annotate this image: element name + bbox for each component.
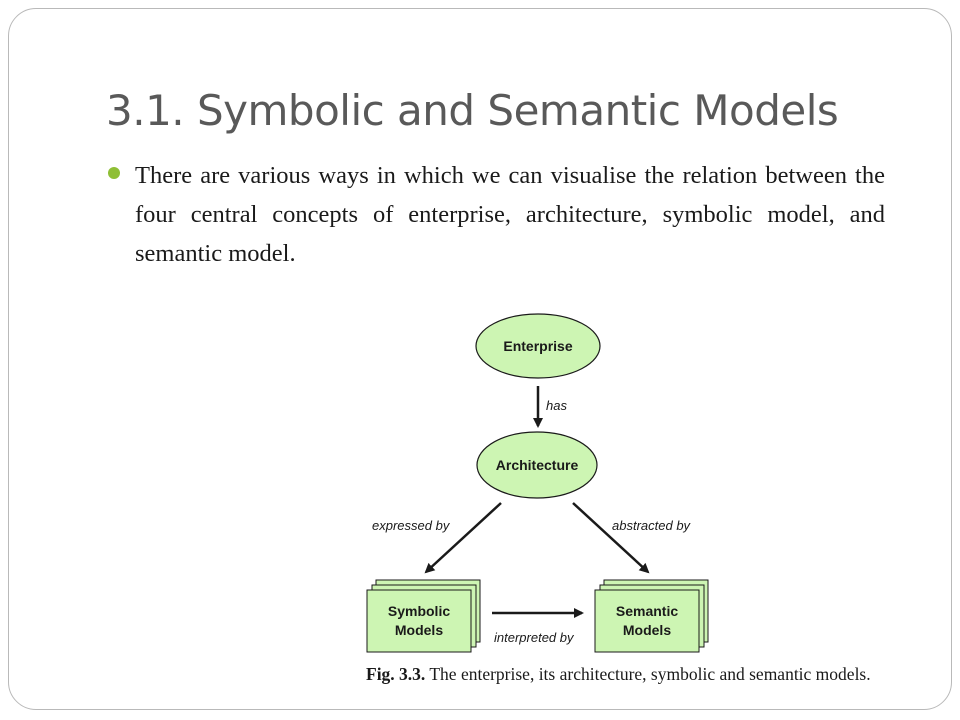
symbolic-label-line1: Symbolic [388,603,450,619]
interpreted-by-label: interpreted by [494,630,575,645]
bullet-text: There are various ways in which we can v… [135,162,885,267]
semantic-label-line2: Models [623,622,671,638]
architecture-label: Architecture [496,457,579,473]
has-label: has [546,398,567,413]
semantic-label-line1: Semantic [616,603,678,619]
semantic-models-node: Semantic Models [594,579,709,653]
figure-caption-label: Fig. 3.3. [366,664,426,684]
figure-caption: Fig. 3.3. The enterprise, its architectu… [366,664,926,685]
expressed-by-label: expressed by [372,518,451,533]
abstracted-by-arrow [572,502,650,574]
architecture-node: Architecture [476,431,598,499]
enterprise-node: Enterprise [475,313,601,379]
figure-caption-text: The enterprise, its architecture, symbol… [425,664,871,684]
abstracted-by-label: abstracted by [612,518,692,533]
concept-diagram: Enterprise has Architecture expressed by… [366,313,709,653]
expressed-by-arrow [424,502,502,574]
bullet-marker [108,167,120,179]
enterprise-label: Enterprise [503,338,572,354]
symbolic-models-node: Symbolic Models [366,579,481,653]
symbolic-label-line2: Models [395,622,443,638]
slide-title: 3.1. Symbolic and Semantic Models [106,86,839,135]
